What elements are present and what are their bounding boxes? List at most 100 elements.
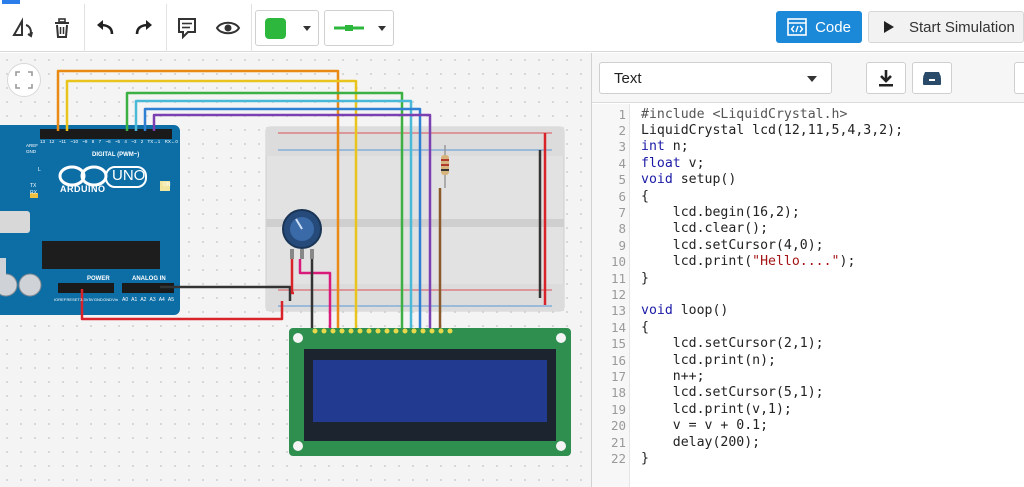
- code-token: {: [641, 319, 649, 335]
- arduino-board[interactable]: [0, 125, 180, 315]
- line-number: 12: [610, 287, 626, 303]
- code-line[interactable]: 7 lcd.begin(16,2);: [592, 204, 1024, 220]
- code-line[interactable]: 1#include <LiquidCrystal.h>: [592, 106, 1024, 122]
- wire-purple: [152, 113, 432, 328]
- line-number: 17: [610, 369, 626, 385]
- play-icon: [884, 21, 894, 33]
- digital-pin-labels: 13 12 ~11 ~10 ~9 8 7 ~6 ~5 4 ~3 2 TX→1 R…: [40, 139, 178, 151]
- pin-label: 7: [98, 139, 102, 144]
- app-logo-strip[interactable]: [2, 0, 20, 4]
- line-number-gutter: [592, 104, 630, 487]
- line-number: 13: [610, 303, 626, 319]
- pin-label: A3: [149, 297, 156, 303]
- start-simulation-button[interactable]: Start Simulation: [868, 11, 1024, 43]
- pin-label: A2: [140, 297, 147, 303]
- power-pin-labels: IOREF RESET 3.3V 5V GND GND Vin: [54, 297, 118, 307]
- code-line[interactable]: 18 lcd.setCursor(5,1);: [592, 385, 1024, 401]
- pin-label: TX→1: [147, 139, 161, 144]
- toolbar-separator: [84, 4, 85, 52]
- zoom-to-fit-button[interactable]: [7, 63, 41, 97]
- wire-style-icon: [334, 25, 364, 31]
- line-number: 19: [610, 401, 626, 417]
- code-line[interactable]: 17 n++;: [592, 368, 1024, 384]
- resistor[interactable]: [441, 145, 449, 188]
- code-token: lcd.clear();: [641, 221, 769, 237]
- toolbar: Code Start Simulation: [0, 4, 1024, 52]
- delete-button[interactable]: [45, 10, 79, 46]
- uno-logo: [58, 165, 147, 188]
- pin-label: 4: [124, 139, 127, 144]
- code-line[interactable]: 14 {: [592, 319, 1024, 335]
- code-text: lcd.clear();: [641, 221, 768, 236]
- code-token: }: [641, 451, 649, 467]
- notes-button[interactable]: [170, 10, 204, 46]
- code-line[interactable]: 16 lcd.print(n);: [592, 352, 1024, 368]
- code-text: LiquidCrystal lcd(12,11,5,4,3,2);: [641, 123, 903, 138]
- code-mode-dropdown[interactable]: Text: [599, 62, 832, 94]
- redo-button[interactable]: [127, 10, 161, 46]
- wires[interactable]: [56, 69, 547, 328]
- toolbar-separator: [251, 4, 252, 52]
- code-token: {: [641, 188, 649, 204]
- line-number: 11: [610, 270, 626, 286]
- pin-label: A1: [131, 297, 138, 303]
- line-number: 22: [610, 451, 626, 467]
- pin-label: ~10: [70, 139, 78, 144]
- code-line[interactable]: 21 delay(200);: [592, 434, 1024, 450]
- line-number: 14: [610, 319, 626, 335]
- fill-color-swatch: [265, 18, 286, 39]
- code-line[interactable]: 8 lcd.clear();: [592, 221, 1024, 237]
- code-line[interactable]: 11}: [592, 270, 1024, 286]
- visibility-icon: [215, 21, 241, 35]
- code-token: }: [641, 270, 649, 286]
- code-line[interactable]: 9 lcd.setCursor(4,0);: [592, 237, 1024, 253]
- library-icon: [923, 72, 941, 85]
- fill-color-dropdown[interactable]: [255, 10, 319, 46]
- code-token: lcd.print(v,1);: [641, 401, 792, 417]
- code-token: #include <LiquidCrystal.h>: [641, 106, 848, 122]
- code-token: );: [839, 254, 856, 270]
- header-overflow-tab[interactable]: [1014, 62, 1024, 94]
- wire-style-dropdown[interactable]: [324, 10, 394, 46]
- line-number: 20: [610, 418, 626, 434]
- download-code-button[interactable]: [866, 62, 906, 94]
- potentiometer[interactable]: [282, 209, 322, 259]
- code-token: lcd.setCursor(5,1);: [641, 385, 824, 401]
- lcd-display[interactable]: [289, 328, 571, 456]
- code-line[interactable]: 19 lcd.print(v,1);: [592, 401, 1024, 417]
- rotate-button[interactable]: [6, 10, 40, 46]
- code-line[interactable]: 15 lcd.setCursor(2,1);: [592, 336, 1024, 352]
- pin-label: 8: [91, 139, 95, 144]
- line-number: 18: [610, 385, 626, 401]
- wire-yellow: [65, 79, 358, 328]
- pin-label: RESET: [66, 297, 80, 302]
- libraries-button[interactable]: [912, 62, 952, 94]
- pin-label: Vin: [112, 297, 118, 302]
- code-button[interactable]: Code: [776, 11, 862, 43]
- breadboard[interactable]: [265, 126, 565, 312]
- wire-blue: [143, 107, 422, 328]
- code-text: }: [641, 451, 649, 466]
- code-line[interactable]: 20 v = v + 0.1;: [592, 418, 1024, 434]
- code-line[interactable]: 6{: [592, 188, 1024, 204]
- visibility-button[interactable]: [210, 10, 246, 46]
- arduino-model-label: UNO: [112, 167, 146, 184]
- line-number: 16: [610, 352, 626, 368]
- code-text: #include <LiquidCrystal.h>: [641, 107, 847, 122]
- circuit-canvas[interactable]: ARDUINO UNO DIGITAL (PWM~) ON L TX RX AR…: [0, 53, 591, 487]
- code-line[interactable]: 12: [592, 286, 1024, 302]
- pin-label: A4: [158, 297, 165, 303]
- wire-cyan: [134, 99, 413, 328]
- undo-button[interactable]: [88, 10, 122, 46]
- code-line[interactable]: 22}: [592, 450, 1024, 466]
- code-line[interactable]: 10 lcd.print("Hello....");: [592, 254, 1024, 270]
- pin-label: RX←0: [164, 139, 178, 144]
- pin-label: 13: [40, 139, 46, 144]
